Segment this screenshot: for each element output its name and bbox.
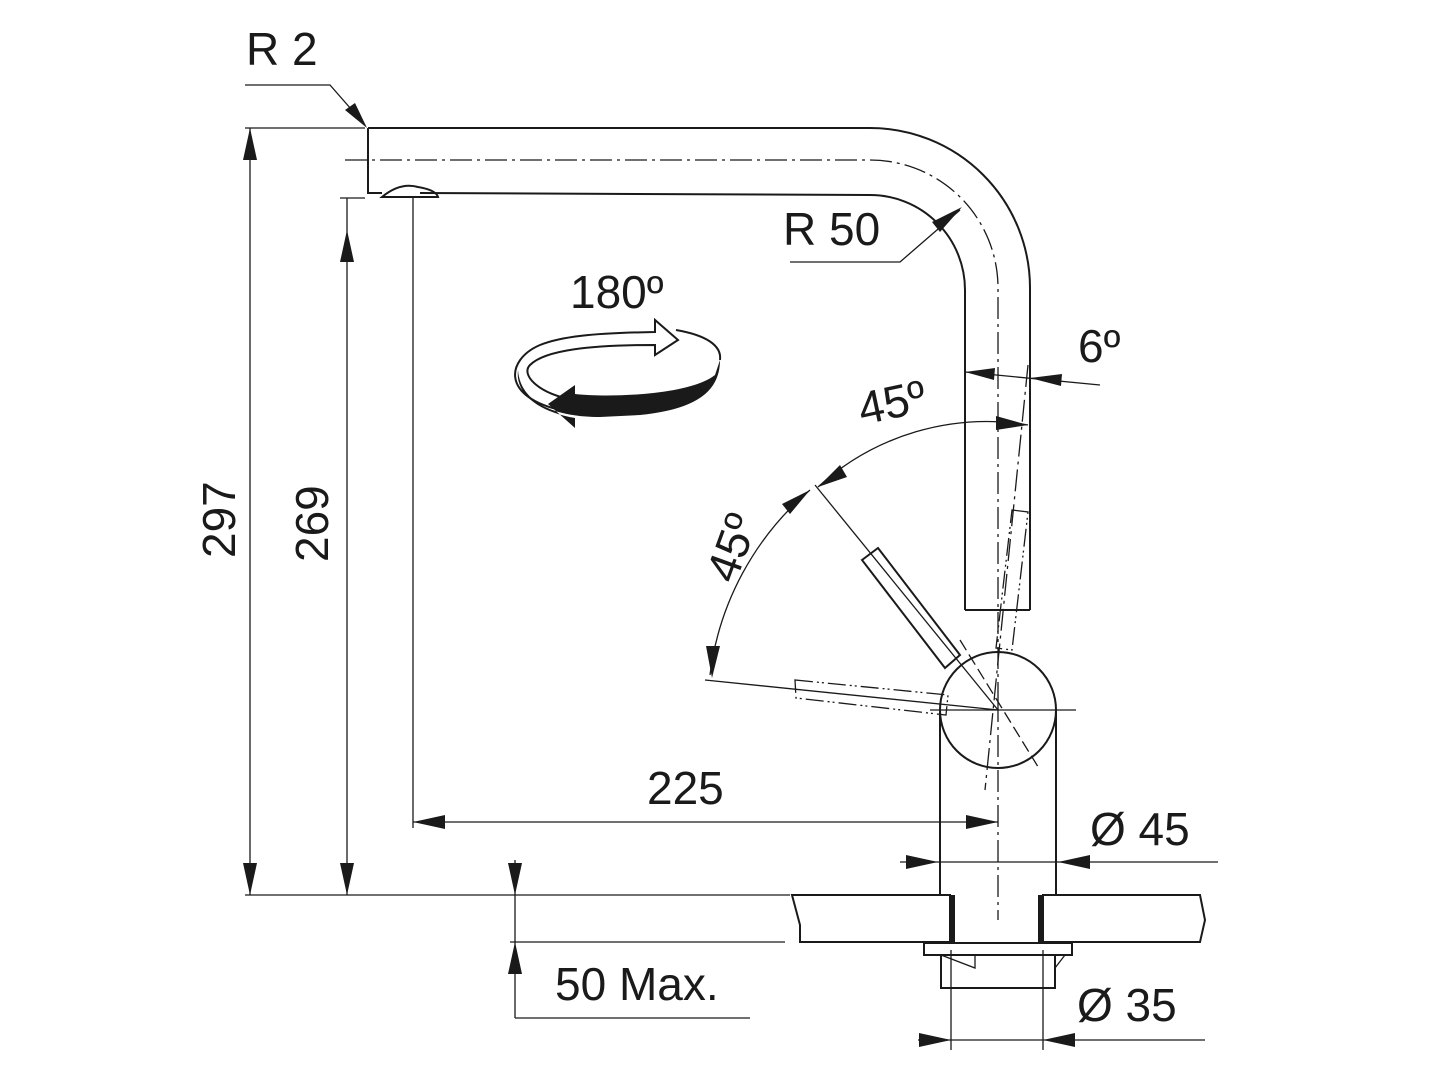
counter-thickness-label: 50 Max. (555, 958, 719, 1010)
r2-label: R 2 (246, 23, 318, 75)
height-269-label: 269 (286, 485, 338, 562)
rotation-180-icon (514, 317, 722, 428)
dimension-lines (243, 84, 1218, 1050)
body-diameter-label: Ø 45 (1090, 803, 1190, 855)
lever-handles (704, 364, 1029, 791)
rotation-label: 180º (570, 266, 664, 318)
r50-label: R 50 (783, 203, 880, 255)
height-297-label: 297 (193, 481, 245, 558)
reach-225-label: 225 (647, 762, 724, 814)
angle-6-label: 6º (1078, 320, 1121, 372)
countertop (790, 894, 1207, 989)
hole-diameter-label: Ø 35 (1077, 979, 1177, 1031)
angle-45-upper-label: 45º (853, 370, 930, 435)
angle-45-lower-label: 45º (696, 507, 768, 589)
faucet-body (930, 639, 1076, 920)
